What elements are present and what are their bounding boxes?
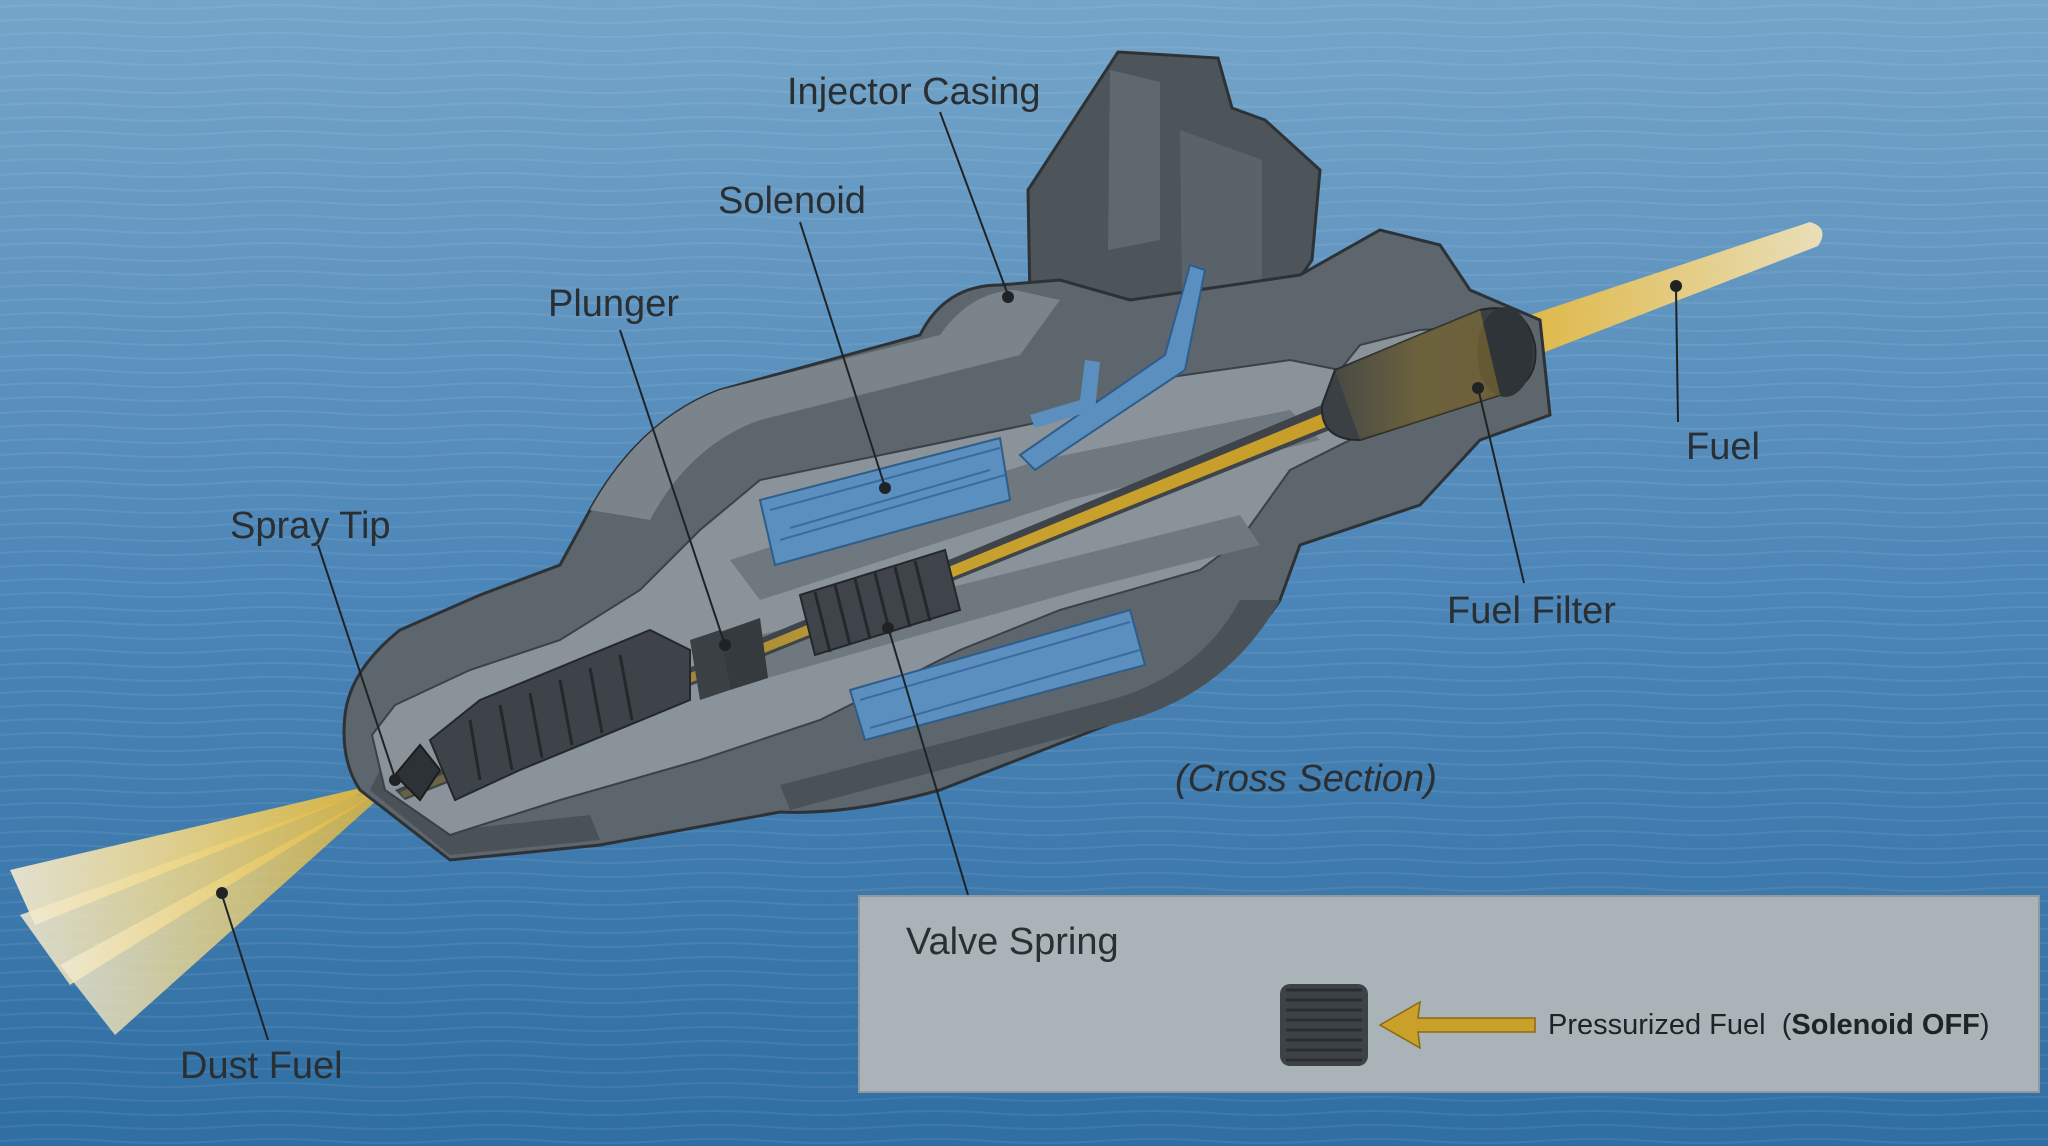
- label-solenoid: Solenoid: [718, 180, 866, 222]
- spray-tip-nozzle: [393, 743, 442, 802]
- leader-fuel-filter: [1477, 387, 1525, 584]
- leader-solenoid: [799, 221, 886, 488]
- label-plunger: Plunger: [548, 283, 679, 325]
- label-injector-casing: Injector Casing: [787, 71, 1041, 113]
- leader-injector-casing: [939, 111, 1009, 296]
- legend-symbol: [1280, 984, 1536, 1066]
- leader-valve-spring: [887, 626, 969, 896]
- legend-state: Solenoid OFF: [1791, 1009, 1980, 1041]
- valve-spring: [798, 548, 962, 657]
- arrow-left-icon: [1378, 1000, 1536, 1050]
- incoming-fuel-stream: [1470, 222, 1823, 378]
- leader-plunger: [619, 329, 726, 646]
- label-fuel: Fuel: [1686, 426, 1760, 468]
- label-cross-section: (Cross Section): [1175, 758, 1437, 800]
- label-dust-fuel: Dust Fuel: [180, 1045, 343, 1087]
- leader-fuel: [1675, 287, 1679, 423]
- spring-icon: [1280, 984, 1368, 1066]
- legend-close-paren: ): [1979, 1009, 1990, 1041]
- legend-prefix: Pressurized Fuel: [1548, 1009, 1766, 1041]
- fuel-filter: [1320, 307, 1537, 442]
- leader-lines: [221, 111, 1679, 1041]
- label-fuel-filter: Fuel Filter: [1447, 590, 1616, 632]
- leader-spray-tip: [317, 544, 396, 779]
- legend-panel: Valve Spring Pressurized Fuel (Solenoid …: [858, 895, 2040, 1093]
- leader-dots: [216, 280, 1682, 899]
- plunger-assembly: [428, 618, 768, 802]
- label-spray-tip: Spray Tip: [230, 505, 391, 547]
- leader-dust-fuel: [221, 894, 269, 1041]
- solenoid-coils: [758, 263, 1207, 742]
- label-valve-spring: Valve Spring: [906, 921, 1119, 963]
- solenoid-coil-lower: [848, 608, 1147, 742]
- legend-open-paren: (: [1781, 1009, 1792, 1041]
- solenoid-coil-upper: [758, 436, 1012, 567]
- legend-text: Pressurized Fuel (Solenoid OFF): [1548, 1009, 1990, 1042]
